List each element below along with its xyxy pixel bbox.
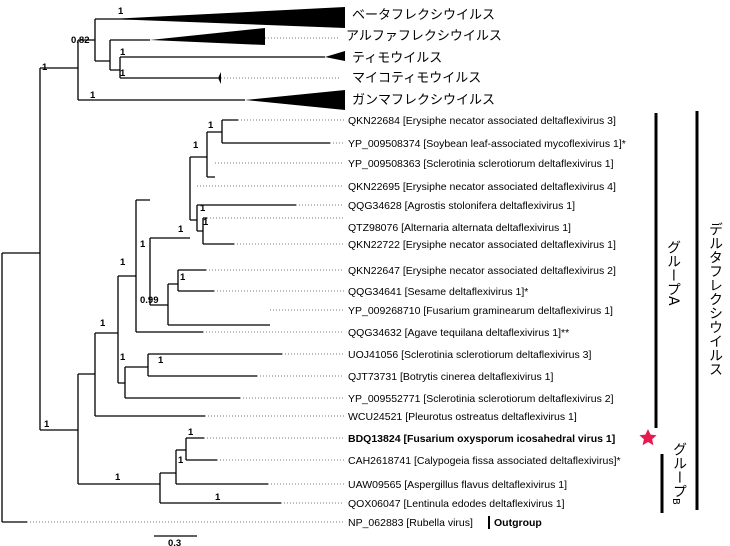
taxon-label: QKN22684 [Erysiphe necator associated de… bbox=[348, 115, 616, 127]
taxon-label: YP_009508363 [Sclerotinia sclerotiorum d… bbox=[348, 158, 614, 170]
support-value: 1 bbox=[120, 47, 126, 58]
taxon-label: CAH2618741 [Calypogeia fissa associated … bbox=[348, 455, 621, 467]
support-value: 1 bbox=[140, 239, 146, 250]
support-value: 0.99 bbox=[140, 295, 159, 306]
collapsed-triangle-gamma bbox=[245, 90, 345, 110]
taxon-label: YP_009552771 [Sclerotinia sclerotiorum d… bbox=[348, 393, 614, 405]
support-value: 1 bbox=[158, 355, 164, 366]
scale-label: 0.3 bbox=[168, 538, 181, 546]
leader-lines bbox=[27, 37, 344, 523]
taxon-label: QQG34632 [Agave tequilana deltaflexiviru… bbox=[348, 327, 569, 339]
support-value: 1 bbox=[118, 6, 124, 17]
support-value: 1 bbox=[208, 120, 214, 131]
taxon-label-highlighted: BDQ13824 [Fusarium oxysporum icosahedral… bbox=[348, 433, 615, 445]
highlight-star-icon bbox=[639, 429, 657, 446]
group-b-label: グループB bbox=[669, 442, 689, 505]
support-value: 1 bbox=[120, 68, 126, 79]
support-value: 1 bbox=[120, 257, 126, 268]
taxon-label: QKN22722 [Erysiphe necator associated de… bbox=[348, 239, 616, 251]
support-value: 1 bbox=[90, 90, 96, 101]
clade-labels: ベータフレクシウイルス アルファフレクシウイルス ティモウイルス マイコティモウ… bbox=[346, 8, 502, 108]
group-a-main: グループ bbox=[665, 240, 681, 296]
taxon-label: YP_009508374 [Soybean leaf-associated my… bbox=[348, 138, 626, 150]
support-value: 1 bbox=[120, 352, 126, 363]
collapsed-triangle-tymo bbox=[325, 51, 345, 61]
tree-branches bbox=[1, 18, 330, 523]
support-value: 1 bbox=[193, 140, 199, 151]
taxon-label: QJT73731 [Botrytis cinerea deltaflexivir… bbox=[348, 371, 554, 383]
support-value: 1 bbox=[115, 472, 121, 483]
delta-group-label: デルタフレクシウイルス bbox=[707, 222, 723, 376]
taxon-label: UOJ41056 [Sclerotinia sclerotiorum delta… bbox=[348, 349, 591, 361]
support-value: 1 bbox=[42, 62, 48, 73]
taxon-label: QQG34628 [Agrostis stolonifera deltaflex… bbox=[348, 200, 575, 212]
clade-label-mycotymo: マイコティモウイルス bbox=[352, 71, 481, 86]
support-value: 1 bbox=[180, 272, 186, 283]
taxon-labels: QKN22684 [Erysiphe necator associated de… bbox=[348, 115, 626, 529]
support-value: 1 bbox=[200, 203, 206, 214]
outgroup-label: Outgroup bbox=[494, 517, 542, 529]
clade-label-tymo: ティモウイルス bbox=[352, 51, 442, 66]
group-a-sub: A bbox=[665, 296, 681, 306]
clade-label-beta: ベータフレクシウイルス bbox=[352, 8, 495, 23]
clade-label-gamma: ガンマフレクシウイルス bbox=[352, 93, 495, 108]
support-value: 0.82 bbox=[71, 35, 90, 46]
group-b-main: グループ bbox=[671, 442, 687, 498]
support-value: 1 bbox=[178, 224, 184, 235]
taxon-label: QKN22647 [Erysiphe necator associated de… bbox=[348, 265, 616, 277]
taxon-label: WCU24521 [Pleurotus ostreatus deltaflexi… bbox=[348, 411, 577, 423]
taxon-label: QOX06047 [Lentinula edodes deltaflexivir… bbox=[348, 498, 565, 510]
taxon-label: QKN22695 [Erysiphe necator associated de… bbox=[348, 181, 616, 193]
taxon-label: YP_009268710 [Fusarium graminearum delta… bbox=[348, 305, 613, 317]
taxon-label: QQG34641 [Sesame deltaflexivirus 1]* bbox=[348, 286, 528, 298]
support-value: 1 bbox=[44, 419, 50, 430]
collapsed-triangle-mycotymo bbox=[218, 72, 221, 84]
support-value: 1 bbox=[203, 217, 209, 228]
support-value: 1 bbox=[100, 318, 106, 329]
taxon-label: QTZ98076 [Alternaria alternata deltaflex… bbox=[348, 222, 571, 234]
support-value: 1 bbox=[215, 492, 221, 503]
clade-label-alpha: アルファフレクシウイルス bbox=[346, 29, 502, 44]
support-value: 1 bbox=[178, 455, 184, 466]
support-value: 1 bbox=[188, 427, 194, 438]
collapsed-triangles bbox=[110, 7, 345, 110]
support-values: 1 0.82 1 1 1 1 1 1 1 1 1 1 1 1 0.99 1 1 … bbox=[42, 6, 221, 503]
taxon-label-outgroup: NP_062883 [Rubella virus] bbox=[348, 517, 473, 529]
taxon-label: UAW09565 [Aspergillus flavus deltaflexiv… bbox=[348, 479, 567, 491]
group-a-label: グループA bbox=[663, 240, 683, 306]
group-b-sub: B bbox=[670, 498, 682, 505]
collapsed-triangle-alpha bbox=[150, 28, 265, 45]
collapsed-triangle-beta bbox=[110, 7, 345, 28]
